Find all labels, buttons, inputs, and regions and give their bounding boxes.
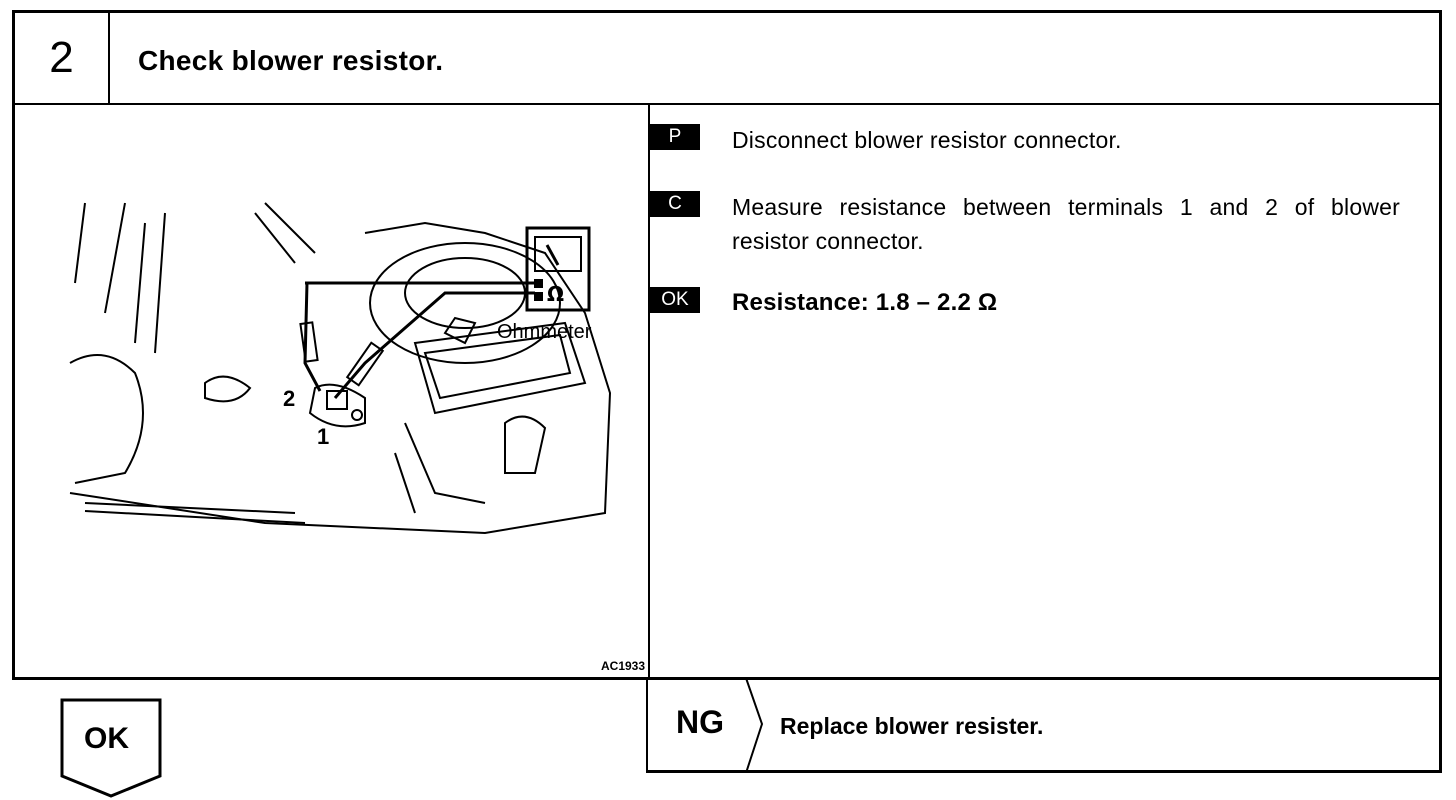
instruction-check: C Measure resistance between terminals 1… (650, 190, 1400, 258)
ohm-symbol: Ω (547, 282, 564, 306)
terminal-1-label: 1 (317, 424, 329, 449)
ok-label: OK (84, 722, 129, 755)
instruction-text: Resistance: 1.8 – 2.2 Ω (732, 289, 998, 316)
ohmmeter-label: Ohmmeter (497, 321, 592, 343)
tag-c: C (650, 191, 700, 217)
column-divider (648, 105, 650, 680)
blower-resistor-illustration: Ω Ohmmeter 2 1 (69, 202, 612, 535)
chevron-right-icon (745, 678, 764, 773)
step-box: 2 Check blower resistor. (12, 10, 1442, 680)
instruction-text: Measure resistance between terminals 1 a… (732, 194, 1400, 254)
header-divider (15, 103, 1439, 105)
step-number: 2 (15, 13, 110, 103)
instruction-ok: OK Resistance: 1.8 – 2.2 Ω (650, 286, 997, 320)
terminal-2-label: 2 (283, 386, 295, 411)
tag-p: P (650, 124, 700, 150)
ng-action: Replace blower resister. (780, 713, 1044, 739)
tag-ok: OK (650, 287, 700, 313)
instruction-text: Disconnect blower resistor connector. (732, 127, 1122, 153)
ok-arrow-icon (60, 698, 162, 798)
ng-result-box: NG Replace blower resister. (646, 678, 1442, 773)
step-title: Check blower resistor. (138, 45, 444, 76)
figure-id: AC1933 (601, 659, 646, 673)
instruction-prepare: P Disconnect blower resistor connector. (650, 123, 1122, 157)
ng-label: NG (676, 704, 724, 740)
